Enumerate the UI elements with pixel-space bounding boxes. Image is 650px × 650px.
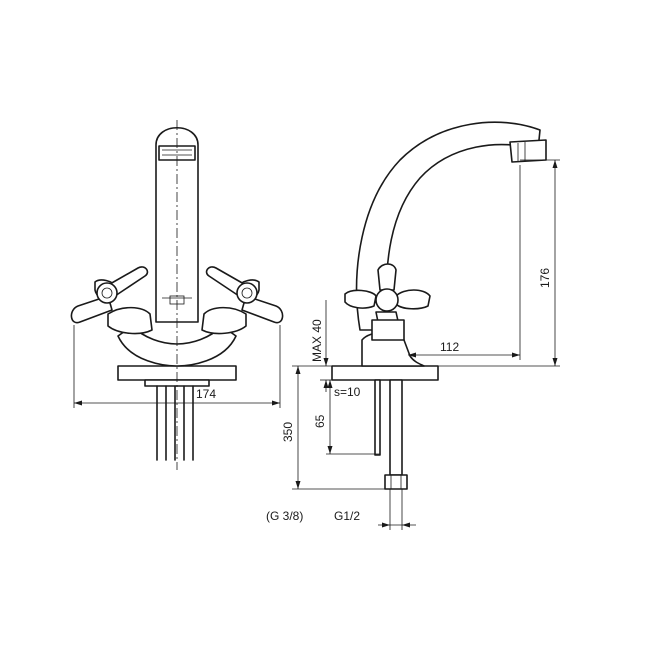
side-max-thickness-dimension: MAX 40: [310, 300, 332, 392]
side-hose-dimension: 350: [281, 365, 385, 490]
front-view: 174: [70, 120, 284, 470]
side-shank: [389, 379, 403, 476]
side-thread-dimension: (G 3/8) G1/2: [266, 489, 416, 530]
dim-thread-shank: G1/2: [334, 509, 360, 523]
dim-shank-length: 65: [313, 414, 327, 428]
front-supply-hoses: [156, 385, 194, 461]
side-view: 176 112 MAX 40 s=10 65: [266, 121, 560, 530]
dim-hose-length: 350: [281, 422, 295, 442]
side-spout-arch: [355, 121, 541, 331]
dim-spout-height: 176: [538, 268, 552, 288]
side-height-dimension: 176: [438, 159, 560, 367]
side-reach-dimension: 112: [408, 165, 521, 360]
side-body-base: [361, 331, 425, 367]
dim-max-thickness: MAX 40: [310, 319, 324, 362]
side-hose: [374, 379, 381, 456]
front-right-handle: [201, 266, 284, 335]
side-aerator: [509, 139, 547, 163]
side-handle: [344, 263, 431, 341]
front-width-dimension: 174: [73, 325, 281, 408]
side-shank-dimension: 65: [313, 380, 380, 455]
dim-wall-thickness: s=10: [334, 385, 361, 399]
side-hose-nut: [384, 474, 408, 490]
front-left-handle: [70, 266, 153, 335]
side-countertop: [331, 365, 439, 381]
dim-front-width: 174: [196, 387, 216, 401]
dim-thread-hose: (G 3/8): [266, 509, 303, 523]
dim-spout-reach: 112: [440, 340, 459, 354]
